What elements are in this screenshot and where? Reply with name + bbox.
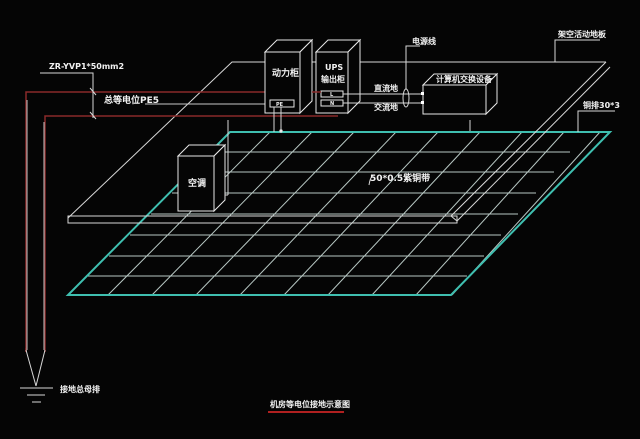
- copper-strip-label: 50*0.5紫铜带: [370, 172, 430, 184]
- ac-ground-label: 交流地: [374, 102, 398, 112]
- ac-unit-label: 空调: [188, 177, 206, 189]
- main-bus-label: 总等电位PE5: [104, 94, 159, 106]
- power-cabinet-label: 动力柜: [272, 67, 299, 79]
- ups-label-line2: 输出柜: [321, 74, 345, 84]
- power-cable-label: 电源线: [412, 36, 436, 46]
- ac-unit: [176, 143, 227, 213]
- copper-bar-label: 铜排30*3: [583, 100, 620, 110]
- computer-equipment: [421, 72, 499, 116]
- copper-strip-grid: [65, 131, 613, 296]
- raised-floor: [67, 61, 611, 224]
- ground-lines: [343, 45, 422, 108]
- computer-equipment-label: 计算机交换设备: [436, 74, 493, 84]
- power-cabinet: [263, 38, 314, 115]
- ups-cabinet: [314, 38, 362, 115]
- diagram-title: 机房等电位接地示意图: [270, 399, 350, 409]
- pe-terminal-box: [269, 99, 295, 108]
- ups-label-line1: UPS: [325, 63, 343, 72]
- pe-terminal-label: PE: [276, 102, 284, 108]
- bus-lines: [145, 103, 268, 105]
- ground-bus-label: 接地总母排: [60, 384, 100, 394]
- ground-symbol: [20, 349, 53, 403]
- cable-spec-leader: [40, 72, 97, 120]
- dc-ground-label: 直流地: [374, 83, 398, 93]
- raised-floor-label: 架空活动地板: [557, 29, 607, 39]
- ups-terminal-l-label: L: [330, 92, 334, 98]
- ups-terminal-n-label: N: [330, 101, 334, 107]
- cable-spec-label: ZR-YVP1*50mm2: [49, 62, 124, 71]
